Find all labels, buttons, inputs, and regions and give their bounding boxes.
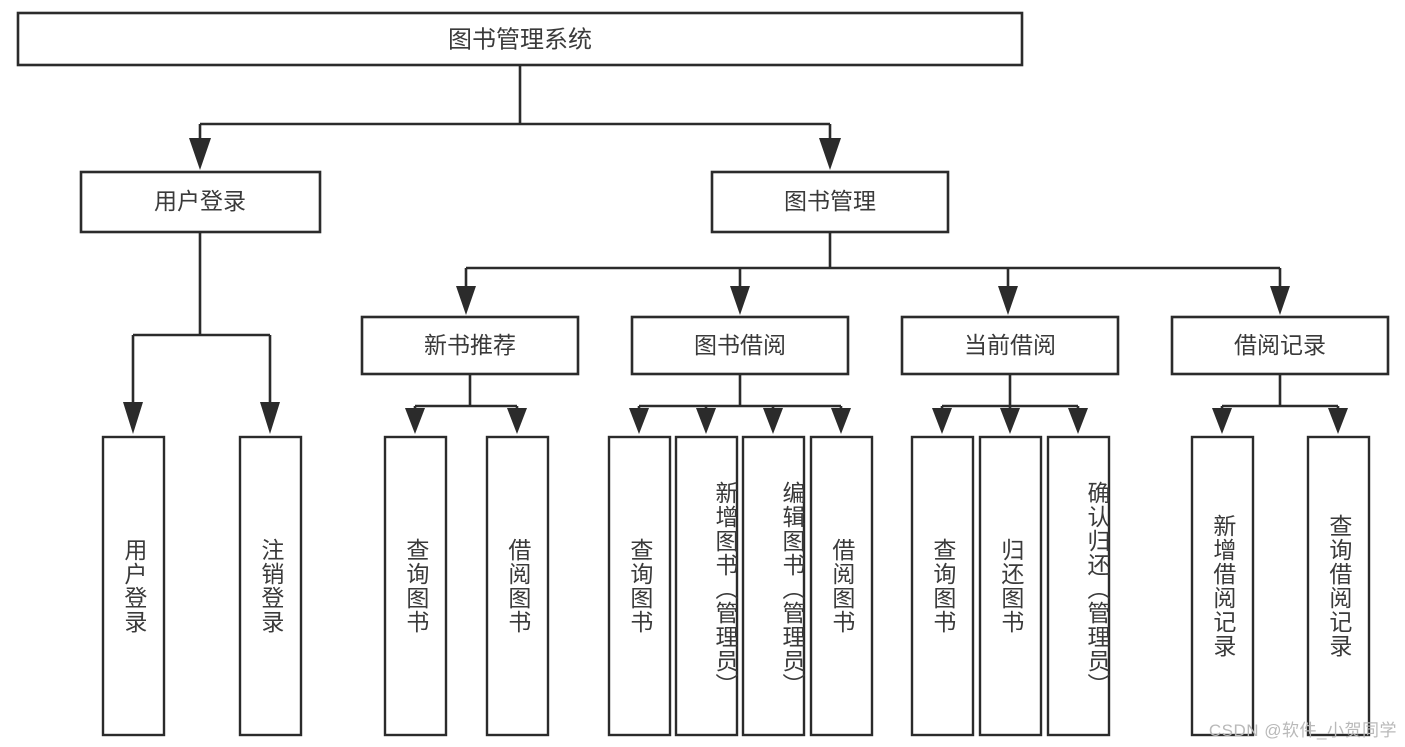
book-borrow-box[interactable] — [630, 315, 850, 376]
leaf-box-query-book-2[interactable] — [607, 435, 672, 737]
arrow-to-current-borrow — [998, 286, 1018, 315]
arrow-to-new-book-recommend — [456, 286, 476, 315]
arrow-to-leaf-logout-login — [260, 402, 280, 434]
node-book-borrow[interactable]: 图书借阅 — [630, 315, 850, 376]
arrow-to-leaf-return-book — [1000, 408, 1020, 434]
node-book-management[interactable]: 图书管理 — [710, 170, 950, 234]
leaf-box-confirm-return[interactable] — [1046, 435, 1111, 737]
borrow-record-box[interactable] — [1170, 315, 1390, 376]
arrow-to-book-borrow — [730, 286, 750, 315]
leaf-box-query-record[interactable] — [1306, 435, 1371, 737]
root-box[interactable] — [16, 11, 1024, 67]
leaf-box-borrow-book-1[interactable] — [485, 435, 550, 737]
arrow-to-user-login — [189, 138, 211, 170]
node-root-book-management-system[interactable]: 图书管理系统 — [16, 11, 1024, 67]
csdn-watermark: CSDN @软件_小贺同学 — [1208, 721, 1397, 740]
arrow-to-borrow-record — [1270, 286, 1290, 315]
root-label: 图书管理系统 — [448, 26, 592, 53]
user-login-label: 用户登录 — [154, 188, 246, 214]
arrow-to-leaf-user-login — [123, 402, 143, 434]
arrow-to-leaf-query-book-2 — [629, 408, 649, 434]
arrow-to-leaf-add-record — [1212, 408, 1232, 434]
arrow-to-leaf-borrow-book-1 — [507, 408, 527, 434]
arrow-to-leaf-query-book-3 — [932, 408, 952, 434]
new-book-recommend-box[interactable] — [360, 315, 580, 376]
node-user-login[interactable]: 用户登录 — [79, 170, 322, 234]
node-current-borrow[interactable]: 当前借阅 — [900, 315, 1120, 376]
book-borrow-label: 图书借阅 — [694, 332, 786, 358]
arrow-to-leaf-confirm-return — [1068, 408, 1088, 434]
leaf-box-user-login[interactable] — [101, 435, 166, 737]
leaf-box-query-book-1[interactable] — [383, 435, 448, 737]
arrow-to-leaf-borrow-book-2 — [831, 408, 851, 434]
leaf-box-add-record[interactable] — [1190, 435, 1255, 737]
arrow-to-leaf-add-book — [696, 408, 716, 434]
arrow-to-book-management — [819, 138, 841, 170]
current-borrow-box[interactable] — [900, 315, 1120, 376]
leaf-box-edit-book[interactable] — [741, 435, 806, 737]
arrow-to-leaf-query-book-1 — [405, 408, 425, 434]
arrow-to-leaf-edit-book — [763, 408, 783, 434]
node-new-book-recommend[interactable]: 新书推荐 — [360, 315, 580, 376]
borrow-record-label: 借阅记录 — [1234, 332, 1326, 358]
leaf-box-add-book[interactable] — [674, 435, 739, 737]
arrow-to-leaf-query-record — [1328, 408, 1348, 434]
leaf-box-query-book-3[interactable] — [910, 435, 975, 737]
book-management-box[interactable] — [710, 170, 950, 234]
leaf-box-borrow-book-2[interactable] — [809, 435, 874, 737]
current-borrow-label: 当前借阅 — [964, 332, 1056, 358]
new-book-recommend-label: 新书推荐 — [424, 332, 516, 358]
node-borrow-record[interactable]: 借阅记录 — [1170, 315, 1390, 376]
leaf-box-logout-login[interactable] — [238, 435, 303, 737]
leaf-box-return-book[interactable] — [978, 435, 1043, 737]
book-management-label: 图书管理 — [784, 188, 876, 214]
